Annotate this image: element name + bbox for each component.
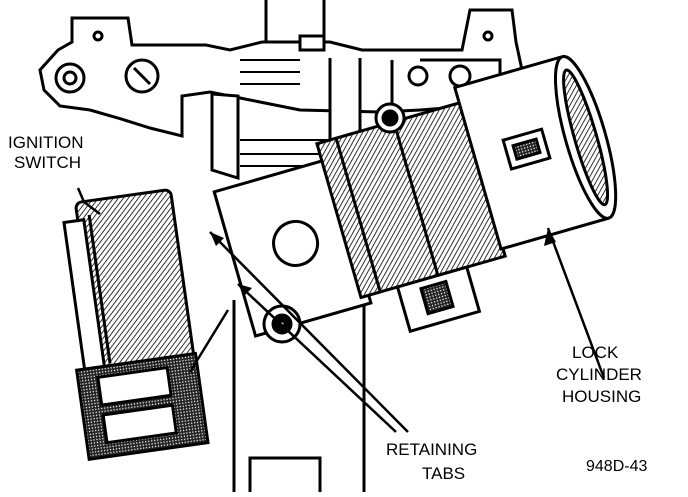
lock-cylinder-housing-label-line2: CYLINDER (556, 365, 642, 384)
bracket-shading (240, 59, 330, 167)
retaining-tabs-label: RETAINING TABS (386, 440, 477, 483)
retaining-tabs-label-line1: RETAINING (386, 440, 477, 459)
column-shaft-bottom (232, 300, 366, 492)
ignition-switch-label-line1: IGNITION (8, 133, 84, 152)
ignition-switch-label: IGNITION SWITCH (8, 133, 84, 172)
lock-cylinder-housing-label-line3: HOUSING (562, 387, 641, 406)
ignition-switch-drawing (62, 188, 210, 462)
lock-cylinder-housing-drawing (212, 54, 618, 338)
figure-code: 948D-43 (586, 458, 647, 475)
leader-arrowheads (210, 228, 556, 296)
retaining-tabs-label-line2: TABS (422, 464, 465, 483)
bracket-holes (54, 30, 494, 94)
lock-cylinder-housing-label: LOCK CYLINDER HOUSING (556, 343, 642, 406)
leader-lines (76, 187, 606, 433)
lock-cylinder-housing-label-line1: LOCK (572, 343, 619, 362)
ignition-switch-label-line2: SWITCH (14, 153, 81, 172)
